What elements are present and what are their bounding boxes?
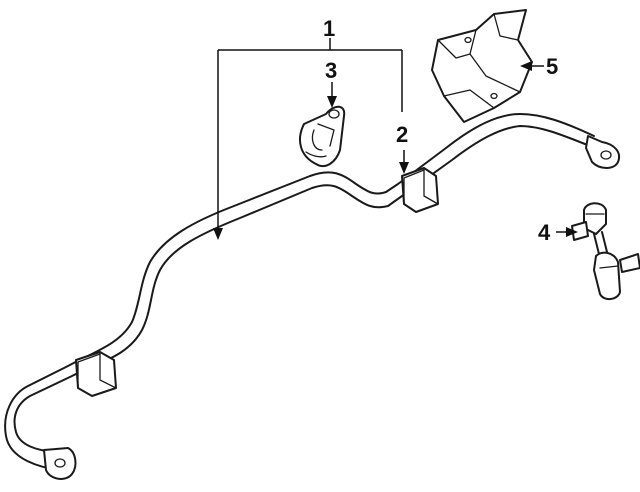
bushing-bracket — [299, 105, 346, 168]
callout-3-label: 3 — [325, 58, 337, 83]
stabilizer-bar — [4, 113, 620, 480]
callout-4-label: 4 — [538, 220, 551, 245]
callout-leaders — [213, 38, 578, 240]
callout-2-label: 2 — [396, 122, 408, 147]
callout-5-label: 5 — [546, 54, 558, 79]
callout-1-label: 1 — [323, 16, 335, 41]
right-bar-bushing — [401, 167, 439, 213]
left-bar-bushing — [75, 351, 117, 397]
heat-shield — [431, 9, 533, 123]
stabilizer-link — [571, 202, 640, 300]
